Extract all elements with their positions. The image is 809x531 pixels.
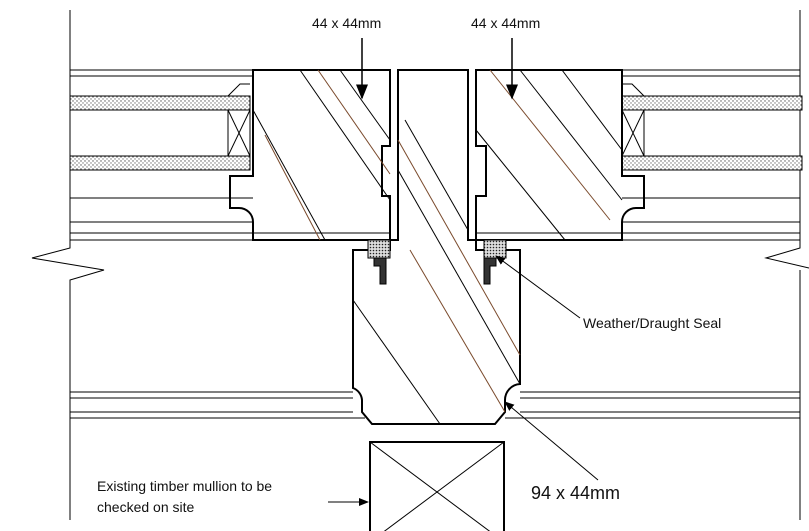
label-existing-line2: checked on site: [97, 499, 194, 515]
glazing-unit-left: [69, 83, 251, 171]
label-right-section: 44 x 44mm: [471, 15, 540, 31]
label-left-section: 44 x 44mm: [312, 15, 381, 31]
label-seal: Weather/Draught Seal: [583, 315, 721, 331]
label-existing-line1: Existing timber mullion to be: [97, 478, 272, 494]
label-mullion-size: 94 x 44mm: [531, 483, 620, 503]
sash-section-right: [475, 69, 645, 241]
weather-seal-left: [367, 239, 391, 285]
weather-seal-right: [483, 239, 507, 285]
glazing-unit-right: [621, 83, 803, 171]
leader-mullion-size: [504, 401, 599, 481]
leader-seal: [495, 255, 581, 319]
sash-section-left: [229, 69, 391, 241]
existing-mullion-box: [369, 441, 505, 531]
mullion-section: [352, 69, 521, 425]
break-symbol-right: [764, 240, 809, 269]
frame-lines: [69, 10, 801, 520]
break-symbol-left: [31, 240, 105, 290]
